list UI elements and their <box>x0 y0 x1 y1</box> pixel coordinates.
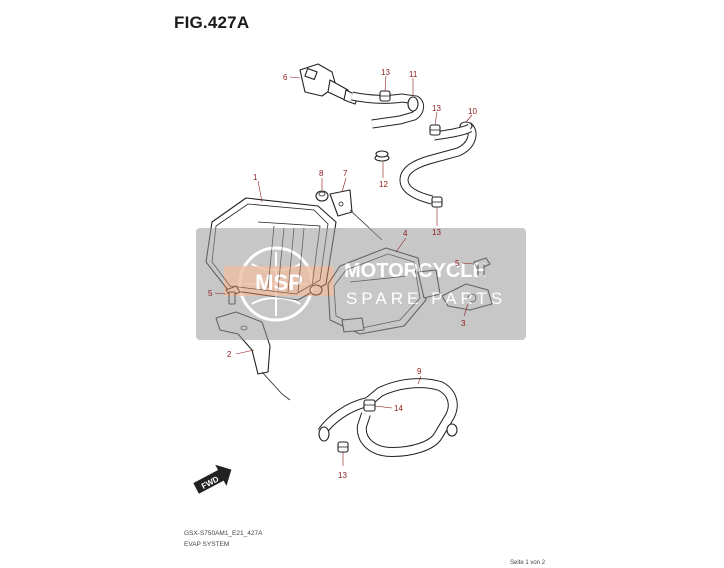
callout-13-mid: 13 <box>432 104 441 126</box>
clamp-13-mid <box>429 124 441 136</box>
fwd-arrow-icon: FWD <box>193 464 232 494</box>
figure-subtitle: EVAP SYSTEM <box>184 541 230 548</box>
figure-title: FIG.427A <box>174 13 250 32</box>
svg-text:9: 9 <box>417 367 422 376</box>
hose-11 <box>351 91 425 129</box>
callout-12: 12 <box>379 162 388 189</box>
svg-text:5: 5 <box>208 289 213 298</box>
svg-text:11: 11 <box>409 70 418 79</box>
svg-text:13: 13 <box>432 228 441 237</box>
watermark-brand-top: MOTORCYCLE <box>344 260 486 282</box>
svg-text:10: 10 <box>468 107 477 116</box>
svg-text:14: 14 <box>394 404 403 413</box>
watermark-logo: MSP <box>255 270 303 295</box>
svg-text:7: 7 <box>343 169 348 178</box>
callout-9: 9 <box>417 367 422 385</box>
clip-12 <box>374 150 390 162</box>
page-indicator: Seite 1 von 2 <box>510 560 546 566</box>
svg-text:2: 2 <box>227 350 232 359</box>
svg-text:4: 4 <box>403 229 408 238</box>
clamp-14 <box>363 399 376 412</box>
svg-text:12: 12 <box>379 180 388 189</box>
clamp-13-top <box>379 90 391 102</box>
callout-4: 4 <box>395 229 408 253</box>
callout-5-right: 5 <box>455 259 475 268</box>
svg-text:8: 8 <box>319 169 324 178</box>
svg-text:5: 5 <box>455 259 460 268</box>
callout-13-lower: 13 <box>432 207 441 237</box>
svg-text:1: 1 <box>253 173 258 182</box>
watermark: MSP MOTORCYCLE SPARE PARTS <box>196 228 526 340</box>
callout-8: 8 <box>319 169 324 190</box>
callout-1: 1 <box>253 173 263 203</box>
purge-valve-assembly <box>299 63 359 105</box>
svg-text:13: 13 <box>338 471 347 480</box>
bracket-7 <box>329 189 383 241</box>
callout-5-left: 5 <box>208 289 227 298</box>
svg-text:3: 3 <box>461 319 466 328</box>
callout-13-bottom: 13 <box>338 452 347 480</box>
callout-13-top: 13 <box>381 68 390 92</box>
hose-10 <box>399 121 477 205</box>
hose-upper-left <box>325 99 402 168</box>
callout-3: 3 <box>461 303 469 328</box>
callouts: 1 2 3 4 5 5 6 7 8 9 10 11 12 13 13 13 13… <box>208 68 477 480</box>
svg-text:13: 13 <box>381 68 390 77</box>
callout-6: 6 <box>283 73 301 82</box>
svg-text:13: 13 <box>432 104 441 113</box>
svg-text:6: 6 <box>283 73 288 82</box>
callout-7: 7 <box>341 169 348 193</box>
clamp-13-bottom <box>337 441 349 453</box>
grommet-8 <box>315 190 329 202</box>
figure-code: GSX-S750AM1_E21_427A <box>184 530 263 537</box>
watermark-brand-bottom: SPARE PARTS <box>346 289 506 308</box>
clamp-13-lower <box>431 196 443 208</box>
callout-10: 10 <box>465 107 477 123</box>
callout-14: 14 <box>374 404 403 413</box>
callout-2: 2 <box>227 349 255 359</box>
callout-11: 11 <box>409 70 418 96</box>
